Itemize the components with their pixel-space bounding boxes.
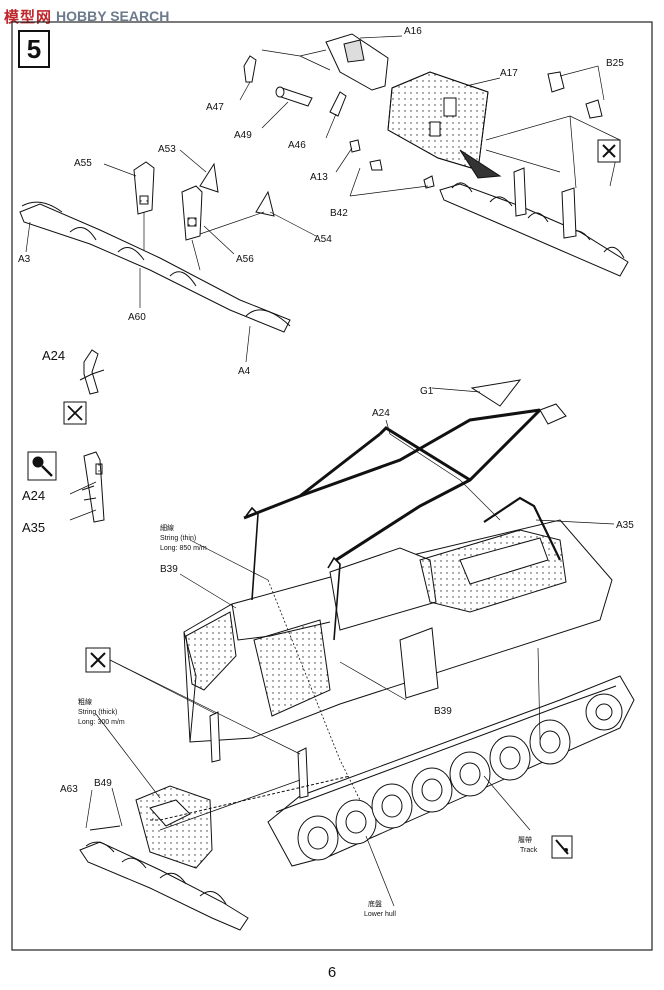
label-b42: B42 <box>330 208 348 219</box>
string-thin-cn: 細線 <box>160 523 174 532</box>
label-a13: A13 <box>310 172 328 183</box>
string-thick-length: Long: 300 m/m <box>78 719 125 726</box>
watermark-cn: 模型网 <box>4 8 53 26</box>
detail-a24-closeup <box>63 349 105 425</box>
subassembly-armor-plate <box>243 33 629 277</box>
string-thin-length: Long: 850 m/m <box>160 545 207 552</box>
label-a35-main: A35 <box>616 520 634 531</box>
label-a60: A60 <box>128 312 146 323</box>
knife-icon <box>597 139 621 163</box>
string-thin-en: String (thin) <box>160 535 196 542</box>
label-a4: A4 <box>238 366 251 377</box>
string-thick-en: String (thick) <box>78 709 117 716</box>
lower-hull-cn: 底盤 <box>368 899 382 908</box>
leader-lines-left <box>25 149 317 363</box>
string-thick-cn: 粗線 <box>78 697 92 706</box>
lower-hull-en: Lower hull <box>364 911 396 918</box>
label-a63: A63 <box>60 784 78 795</box>
page-number: 6 <box>327 964 337 981</box>
detail-a24-a35 <box>27 451 105 523</box>
subassembly-front-fender <box>19 161 291 333</box>
watermark: 模型网 HOBBY SEARCH <box>4 4 169 28</box>
main-vehicle <box>79 379 635 931</box>
label-a55: A55 <box>74 158 92 169</box>
label-b25: B25 <box>606 58 624 69</box>
label-a46: A46 <box>288 140 306 151</box>
leader-lines-main <box>85 387 615 907</box>
label-a24-top: A24 <box>42 348 65 363</box>
label-a35-mid: A35 <box>22 520 45 535</box>
string-lines <box>159 579 361 831</box>
glue-icon <box>551 835 573 859</box>
label-b39-left: B39 <box>160 564 178 575</box>
label-b49: B49 <box>94 778 112 789</box>
leader-lines-top <box>239 35 621 197</box>
track-cn: 履帶 <box>518 836 532 844</box>
label-g1: G1 <box>420 386 434 397</box>
label-a56: A56 <box>236 254 254 265</box>
label-a53: A53 <box>158 144 176 155</box>
label-b39-mid: B39 <box>434 706 452 717</box>
label-a49: A49 <box>234 130 252 141</box>
page-frame <box>11 21 653 951</box>
step-number-badge: 5 <box>18 30 50 68</box>
knife-icon <box>85 647 111 673</box>
label-a24-main: A24 <box>372 408 390 419</box>
label-a17: A17 <box>500 68 518 79</box>
track-en: Track <box>520 847 538 854</box>
label-a54: A54 <box>314 234 332 245</box>
label-a3: A3 <box>18 254 31 265</box>
watermark-en: HOBBY SEARCH <box>56 8 170 24</box>
leader-lines-detail <box>69 481 97 521</box>
label-a47: A47 <box>206 102 224 113</box>
label-a24-mid: A24 <box>22 488 45 503</box>
label-a16: A16 <box>404 26 422 37</box>
